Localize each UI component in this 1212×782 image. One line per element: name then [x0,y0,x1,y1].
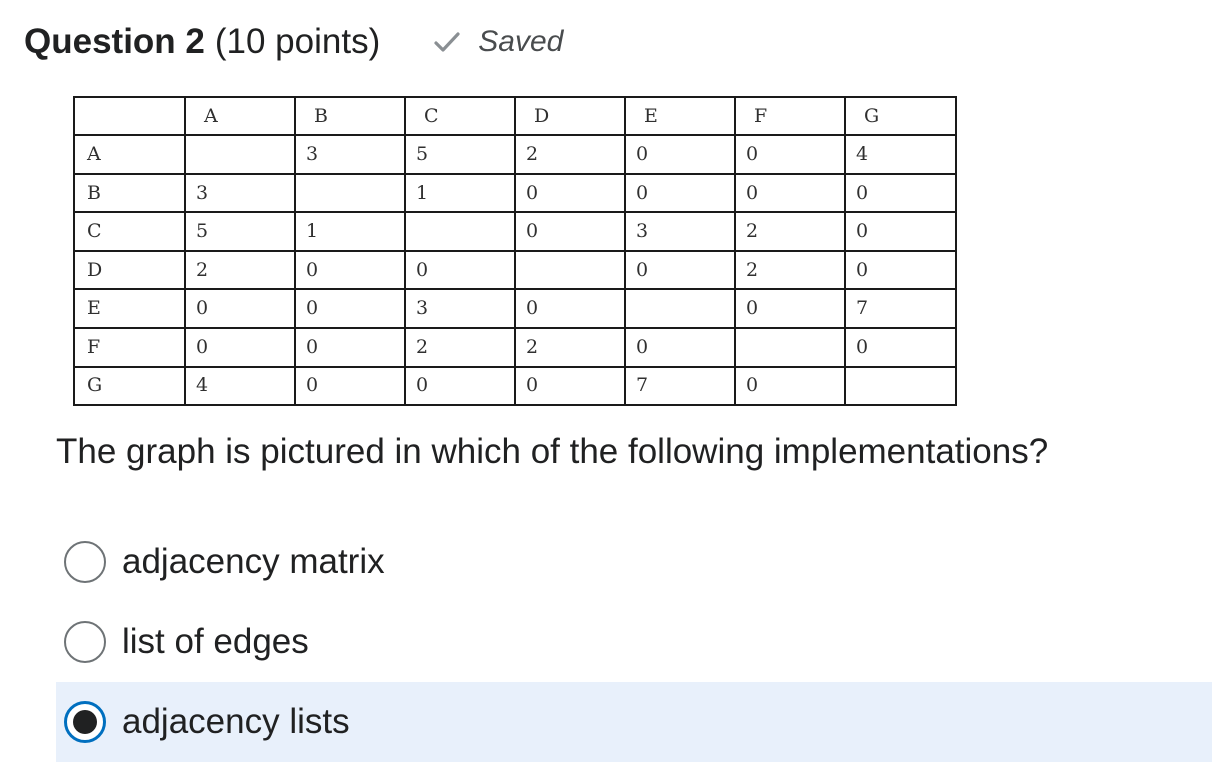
matrix-cell: 2 [734,249,846,291]
matrix-column-header: C [404,98,516,137]
matrix-cell: 0 [514,288,626,329]
matrix-cell [294,172,406,214]
saved-label: Saved [478,25,564,58]
matrix-cell: 4 [844,134,955,175]
matrix-cell [624,288,736,329]
option-label: list of edges [122,622,309,661]
matrix-cell: 0 [734,172,846,214]
matrix-cell: 3 [624,211,736,252]
matrix-cell: 1 [404,172,516,214]
matrix-cell: 1 [294,211,406,252]
question-points: (10 points) [214,22,381,61]
matrix-cell: 2 [184,249,296,291]
matrix-cell: 0 [844,249,955,291]
option-label: adjacency matrix [122,542,385,581]
radio-button[interactable] [64,541,106,583]
matrix-cell: 3 [294,134,406,175]
matrix-cell [514,249,626,291]
matrix-cell: 0 [294,288,406,329]
matrix-cell: 5 [184,211,296,252]
matrix-cell: 2 [404,327,516,368]
matrix-column-header: D [514,98,626,137]
save-status: Saved [432,25,563,59]
matrix-cell: 0 [514,365,626,404]
matrix-cell [844,365,955,404]
matrix-cell: 7 [624,365,736,404]
matrix-cell: 3 [184,172,296,214]
matrix-row-header: G [75,365,186,404]
question-header: Question 2 (10 points) Saved [24,18,563,66]
radio-button[interactable] [64,621,106,663]
matrix-row-header: A [75,134,186,175]
matrix-row-header: C [75,211,186,252]
matrix-row-header: F [75,327,186,368]
matrix-cell: 0 [624,134,736,175]
option-adjacency-lists[interactable]: adjacency lists [56,682,1212,762]
matrix-cell: 2 [514,134,626,175]
matrix-cell: 0 [624,249,736,291]
matrix-cell: 0 [844,327,955,368]
matrix-cell: 0 [184,327,296,368]
matrix-column-header: B [294,98,406,137]
matrix-row-header: D [75,249,186,291]
matrix-cell [184,134,296,175]
matrix-cell: 0 [294,365,406,404]
matrix-cell: 0 [844,172,955,214]
matrix-cell: 5 [404,134,516,175]
matrix-cell: 2 [734,211,846,252]
matrix-cell: 3 [404,288,516,329]
question-prompt: The graph is pictured in which of the fo… [56,432,1049,471]
matrix-cell: 0 [734,134,846,175]
matrix-cell [404,211,516,252]
check-icon [432,27,462,57]
matrix-cell: 7 [844,288,955,329]
matrix-cell: 0 [404,249,516,291]
matrix-cell: 0 [624,327,736,368]
matrix-cell: 0 [514,172,626,214]
matrix-corner-cell [75,98,186,137]
matrix-cell: 0 [734,365,846,404]
question-title: Question 2 [24,22,205,61]
matrix-cell [734,327,846,368]
radio-button-selected[interactable] [64,701,106,743]
matrix-cell: 0 [624,172,736,214]
matrix-cell: 0 [514,211,626,252]
matrix-cell: 0 [184,288,296,329]
option-list-of-edges[interactable]: list of edges [56,602,1212,682]
matrix-column-header: A [184,98,296,137]
matrix-cell: 0 [404,365,516,404]
matrix-column-header: F [734,98,846,137]
matrix-column-header: G [844,98,955,137]
option-label: adjacency lists [122,702,350,741]
matrix-cell: 0 [294,249,406,291]
matrix-cell: 0 [734,288,846,329]
matrix-cell: 0 [294,327,406,368]
matrix-cell: 2 [514,327,626,368]
matrix-cell: 0 [844,211,955,252]
matrix-row-header: B [75,172,186,214]
matrix-cell: 4 [184,365,296,404]
matrix-column-header: E [624,98,736,137]
option-adjacency-matrix[interactable]: adjacency matrix [56,522,1212,602]
matrix-row-header: E [75,288,186,329]
answer-options: adjacency matrix list of edges adjacency… [56,522,1212,762]
